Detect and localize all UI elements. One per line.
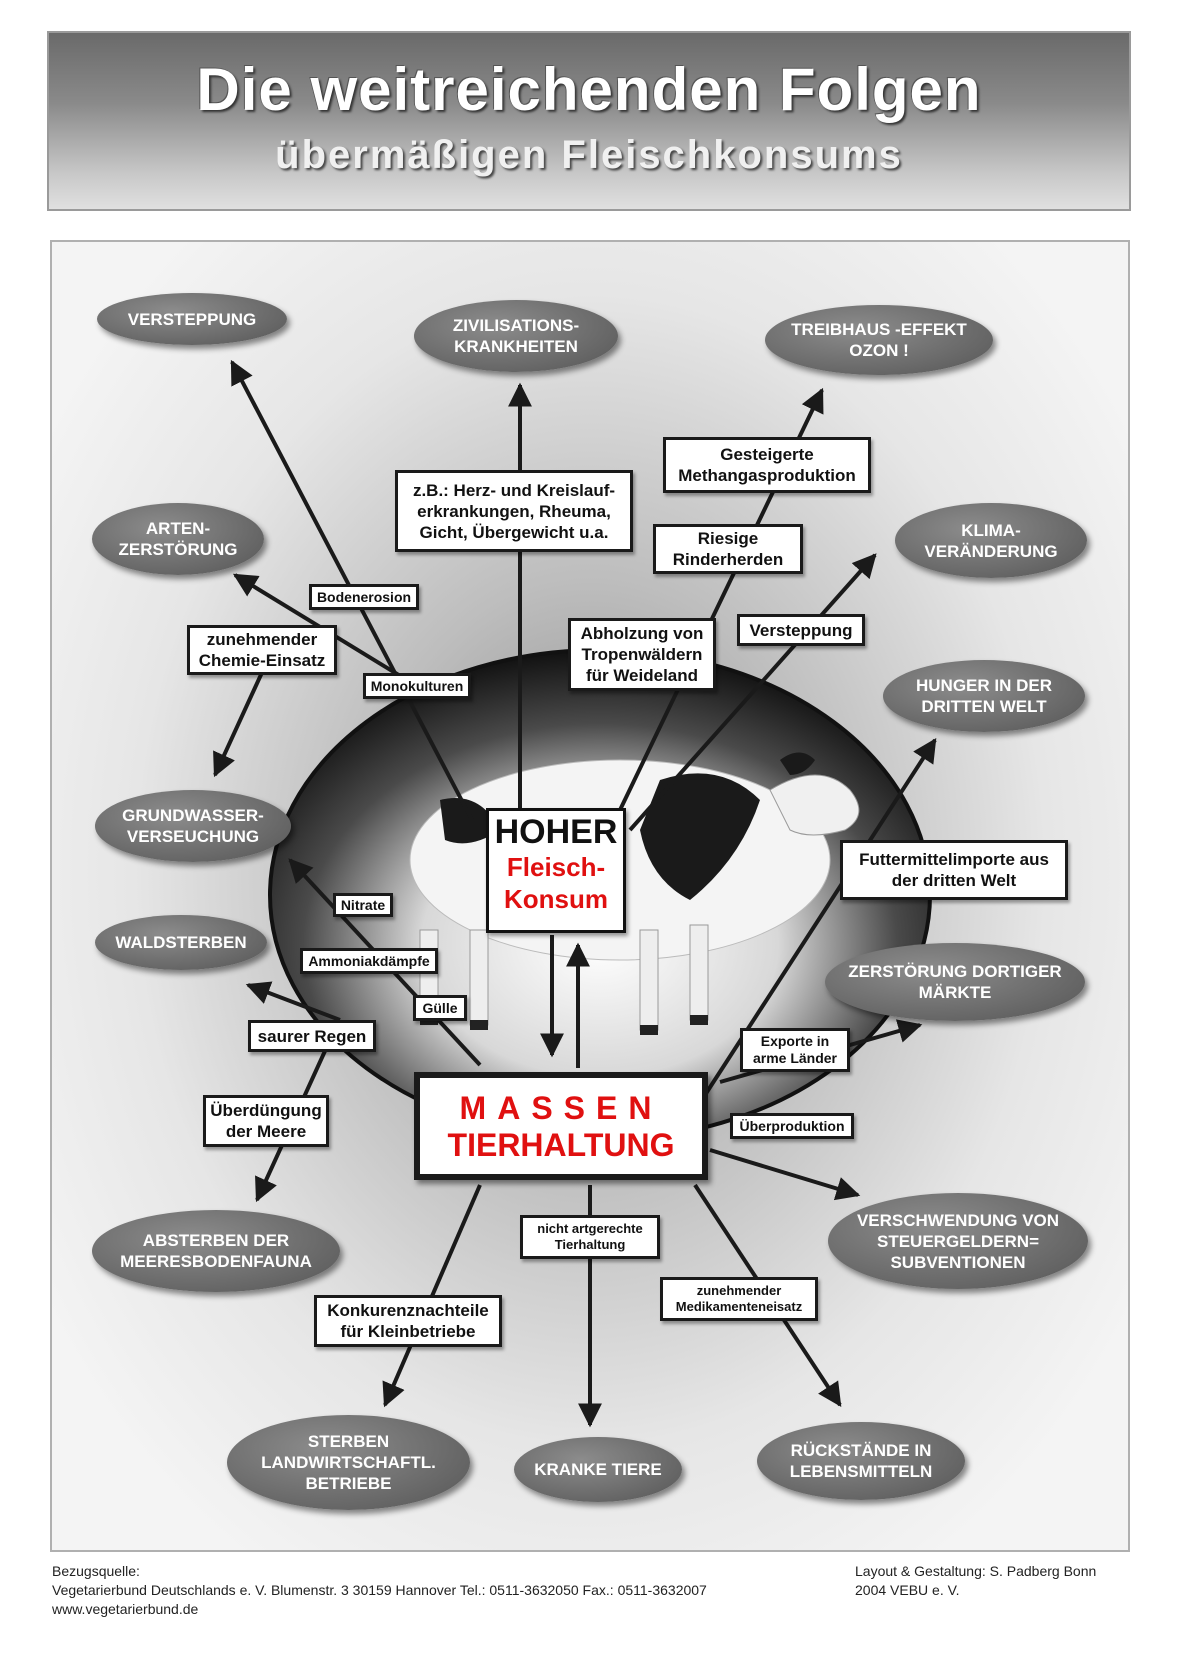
oval-kranke-tiere: KRANKE TIERE xyxy=(514,1437,682,1502)
label-saurer-regen: saurer Regen xyxy=(248,1020,376,1052)
label-nicht-artgerecht: nicht artgerechte Tierhaltung xyxy=(520,1215,660,1259)
massen-label: MASSEN xyxy=(459,1090,663,1126)
label-bodenerosion: Bodenerosion xyxy=(309,584,419,610)
footer-layout-credit: Layout & Gestaltung: S. Padberg Bonn xyxy=(855,1563,1097,1579)
label-herz-kreislauf: z.B.: Herz- und Kreislauf- erkrankungen,… xyxy=(395,470,633,552)
arrow-waldsterben xyxy=(245,981,341,1022)
oval-waldsterben: WALDSTERBEN xyxy=(95,915,267,970)
footer-source-address: Vegetarierbund Deutschlands e. V. Blumen… xyxy=(52,1582,707,1598)
label-monokulturen: Monokulturen xyxy=(363,673,471,699)
oval-rueckstaende: RÜCKSTÄNDE IN LEBENSMITTELN xyxy=(757,1422,965,1500)
oval-zerstoerung-maerkte: ZERSTÖRUNG DORTIGER MÄRKTE xyxy=(825,943,1085,1021)
label-abholzung: Abholzung von Tropenwäldern für Weidelan… xyxy=(568,618,716,691)
oval-verschwendung: VERSCHWENDUNG VON STEUERGELDERN= SUBVENT… xyxy=(828,1193,1088,1289)
footer-source: Bezugsquelle: Vegetarierbund Deutschland… xyxy=(52,1562,707,1619)
tierhaltung-label: TIERHALTUNG xyxy=(447,1127,675,1163)
label-exporte: Exporte in arme Länder xyxy=(740,1028,850,1072)
label-rinderherden: Riesige Rinderherden xyxy=(653,524,803,574)
label-ueberduengung: Überdüngung der Meere xyxy=(203,1095,329,1147)
fleischkonsum-label: Fleisch- Konsum xyxy=(504,852,608,914)
oval-absterben-meeresbodenfauna: ABSTERBEN DER MEERESBODENFAUNA xyxy=(92,1210,340,1292)
label-guelle: Gülle xyxy=(413,995,467,1021)
label-versteppung: Versteppung xyxy=(737,614,865,646)
massentierhaltung-box: MASSEN TIERHALTUNG xyxy=(414,1072,708,1180)
label-methangas: Gesteigerte Methangasproduktion xyxy=(663,437,871,493)
footer-source-label: Bezugsquelle: xyxy=(52,1563,140,1579)
oval-treibhaus: TREIBHAUS -EFFEKT OZON ! xyxy=(765,305,993,375)
header-banner: Die weitreichenden Folgen übermäßigen Fl… xyxy=(47,31,1131,211)
arrow-verschwendung xyxy=(709,1148,861,1201)
oval-zivilisationskrankheiten: ZIVILISATIONS- KRANKHEITEN xyxy=(414,300,618,372)
oval-grundwasser: GRUNDWASSER- VERSEUCHUNG xyxy=(95,790,291,862)
oval-hunger: HUNGER IN DER DRITTEN WELT xyxy=(883,660,1085,732)
label-medikamenteneinsatz: zunehmender Medikamenteneisatz xyxy=(660,1277,818,1321)
label-ueberproduktion: Überproduktion xyxy=(730,1113,854,1139)
label-futtermittelimporte: Futtermittelimporte aus der dritten Welt xyxy=(840,840,1068,900)
label-ammoniakdaempfe: Ammoniakdämpfe xyxy=(300,948,438,974)
hoher-label: HOHER xyxy=(494,813,618,851)
footer-year-org: 2004 VEBU e. V. xyxy=(855,1582,960,1598)
oval-versteppung: VERSTEPPUNG xyxy=(97,293,287,345)
oval-klimaveraenderung: KLIMA- VERÄNDERUNG xyxy=(895,503,1087,578)
page-subtitle: übermäßigen Fleischkonsums xyxy=(275,133,903,177)
arrow-chemie-grundwasser xyxy=(213,654,272,778)
oval-sterben-betriebe: STERBEN LANDWIRTSCHAFTL. BETRIEBE xyxy=(227,1415,470,1510)
footer-website[interactable]: www.vegetarierbund.de xyxy=(52,1601,199,1617)
hoher-fleischkonsum-box: HOHER Fleisch- Konsum xyxy=(486,808,626,933)
label-chemie-einsatz: zunehmender Chemie-Einsatz xyxy=(187,625,337,675)
page-title: Die weitreichenden Folgen xyxy=(196,56,982,123)
oval-artenzerstoerung: ARTEN- ZERSTÖRUNG xyxy=(92,503,264,575)
label-nitrate: Nitrate xyxy=(333,893,393,917)
footer-credits: Layout & Gestaltung: S. Padberg Bonn 200… xyxy=(855,1562,1096,1600)
label-konkurrenznachteile: Konkurenznachteile für Kleinbetriebe xyxy=(314,1295,502,1347)
arrow-klima xyxy=(628,553,877,832)
